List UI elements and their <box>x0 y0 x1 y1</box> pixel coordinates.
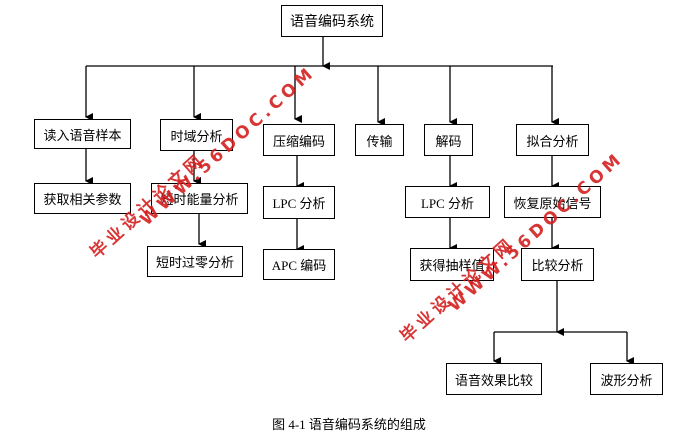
node-get-samples: 获得抽样值 <box>410 248 494 281</box>
node-lpc-2: LPC 分析 <box>405 186 490 218</box>
node-transmit: 传输 <box>355 124 404 156</box>
node-apc: APC 编码 <box>263 249 335 280</box>
node-waveform: 波形分析 <box>590 363 663 395</box>
node-get-params: 获取相关参数 <box>34 183 131 214</box>
node-time-domain: 时域分析 <box>160 119 233 151</box>
node-effect-compare: 语音效果比较 <box>446 363 542 395</box>
figure-caption: 图 4-1 语音编码系统的组成 <box>272 417 426 432</box>
node-read-sample: 读入语音样本 <box>34 119 131 149</box>
node-lpc-1: LPC 分析 <box>263 186 335 219</box>
node-fit: 拟合分析 <box>516 124 589 156</box>
node-compare: 比较分析 <box>521 248 594 281</box>
node-short-energy: 短时能量分析 <box>151 183 248 214</box>
node-root: 语音编码系统 <box>281 5 383 37</box>
node-recover: 恢复原始信号 <box>504 186 601 218</box>
node-compress: 压缩编码 <box>263 124 335 156</box>
node-decode: 解码 <box>424 124 473 156</box>
node-short-zero: 短时过零分析 <box>147 246 243 277</box>
